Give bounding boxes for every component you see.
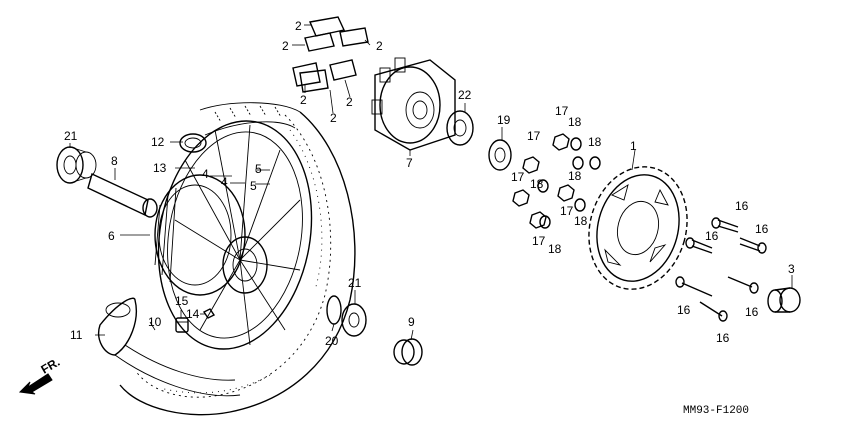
- tire-valve: [202, 308, 216, 319]
- callout-2d: 2: [300, 93, 307, 107]
- valve-cap: [175, 317, 189, 333]
- callout-1: 1: [630, 139, 637, 153]
- bearing-right: [341, 303, 367, 337]
- callout-8: 8: [111, 154, 118, 168]
- callout-9: 9: [408, 315, 415, 329]
- callout-17c: 17: [511, 170, 525, 184]
- callout-17d: 17: [560, 204, 574, 218]
- direction-label: FR.: [39, 355, 63, 377]
- callout-18d: 18: [530, 177, 544, 191]
- wheel-collar: [87, 173, 158, 218]
- callout-6: 6: [108, 229, 115, 243]
- callout-18a: 18: [568, 115, 582, 129]
- callout-4a: 4: [202, 167, 209, 181]
- callout-2c: 2: [376, 39, 383, 53]
- wheel-rim: [157, 120, 313, 350]
- callout-2e: 2: [330, 111, 337, 125]
- front-direction-arrow-icon: [18, 373, 53, 395]
- leader-lines: [69, 24, 793, 341]
- sprocket-bolts: [675, 217, 767, 322]
- callout-10: 10: [148, 315, 162, 329]
- callout-7: 7: [406, 156, 413, 170]
- callout-19: 19: [497, 113, 511, 127]
- final-driven-flange: [371, 57, 456, 151]
- callout-12: 12: [151, 135, 165, 149]
- callout-13: 13: [153, 161, 167, 175]
- sprocket-nuts: [512, 133, 575, 229]
- figure-code: MM93-F1200: [683, 405, 749, 417]
- callout-16e: 16: [745, 305, 759, 319]
- callout-18b: 18: [588, 135, 602, 149]
- callout-20: 20: [325, 334, 339, 348]
- oil-seal: [488, 139, 512, 171]
- wheel-dampers: [292, 16, 369, 93]
- callout-14: 14: [186, 307, 200, 321]
- callout-16b: 16: [705, 229, 719, 243]
- callout-17e: 17: [532, 234, 546, 248]
- rim-band: [98, 297, 241, 397]
- callout-2f: 2: [346, 95, 353, 109]
- callout-4b: 4: [221, 175, 228, 189]
- callout-15: 15: [175, 294, 189, 308]
- callout-18c: 18: [568, 169, 582, 183]
- callout-18f: 18: [548, 242, 562, 256]
- callout-11: 11: [70, 328, 83, 342]
- callout-2b: 2: [282, 39, 289, 53]
- callout-5a: 5: [255, 162, 262, 176]
- callout-18e: 18: [574, 214, 588, 228]
- o-ring: [326, 295, 342, 325]
- callout-22: 22: [458, 88, 472, 102]
- callout-16c: 16: [755, 222, 769, 236]
- callout-16a: 16: [735, 199, 749, 213]
- bearing-left: [56, 146, 97, 184]
- driven-sprocket: [588, 166, 688, 290]
- sprocket-washers: [537, 137, 601, 229]
- callout-17b: 17: [527, 129, 541, 143]
- callout-5b: 5: [250, 179, 257, 193]
- callout-17a: 17: [555, 104, 569, 118]
- callout-16d: 16: [677, 303, 691, 317]
- side-collar: [767, 287, 801, 313]
- rear-brake-drum-hub: [154, 174, 268, 296]
- bearing-flange: [446, 110, 474, 146]
- tube-section: [179, 102, 301, 153]
- callout-21a: 21: [64, 129, 78, 143]
- callout-2a: 2: [295, 19, 302, 33]
- axle-collar: [393, 338, 423, 366]
- callout-16f: 16: [716, 331, 730, 345]
- callout-3: 3: [788, 262, 795, 276]
- tire: [119, 111, 356, 416]
- callout-21b: 21: [348, 276, 362, 290]
